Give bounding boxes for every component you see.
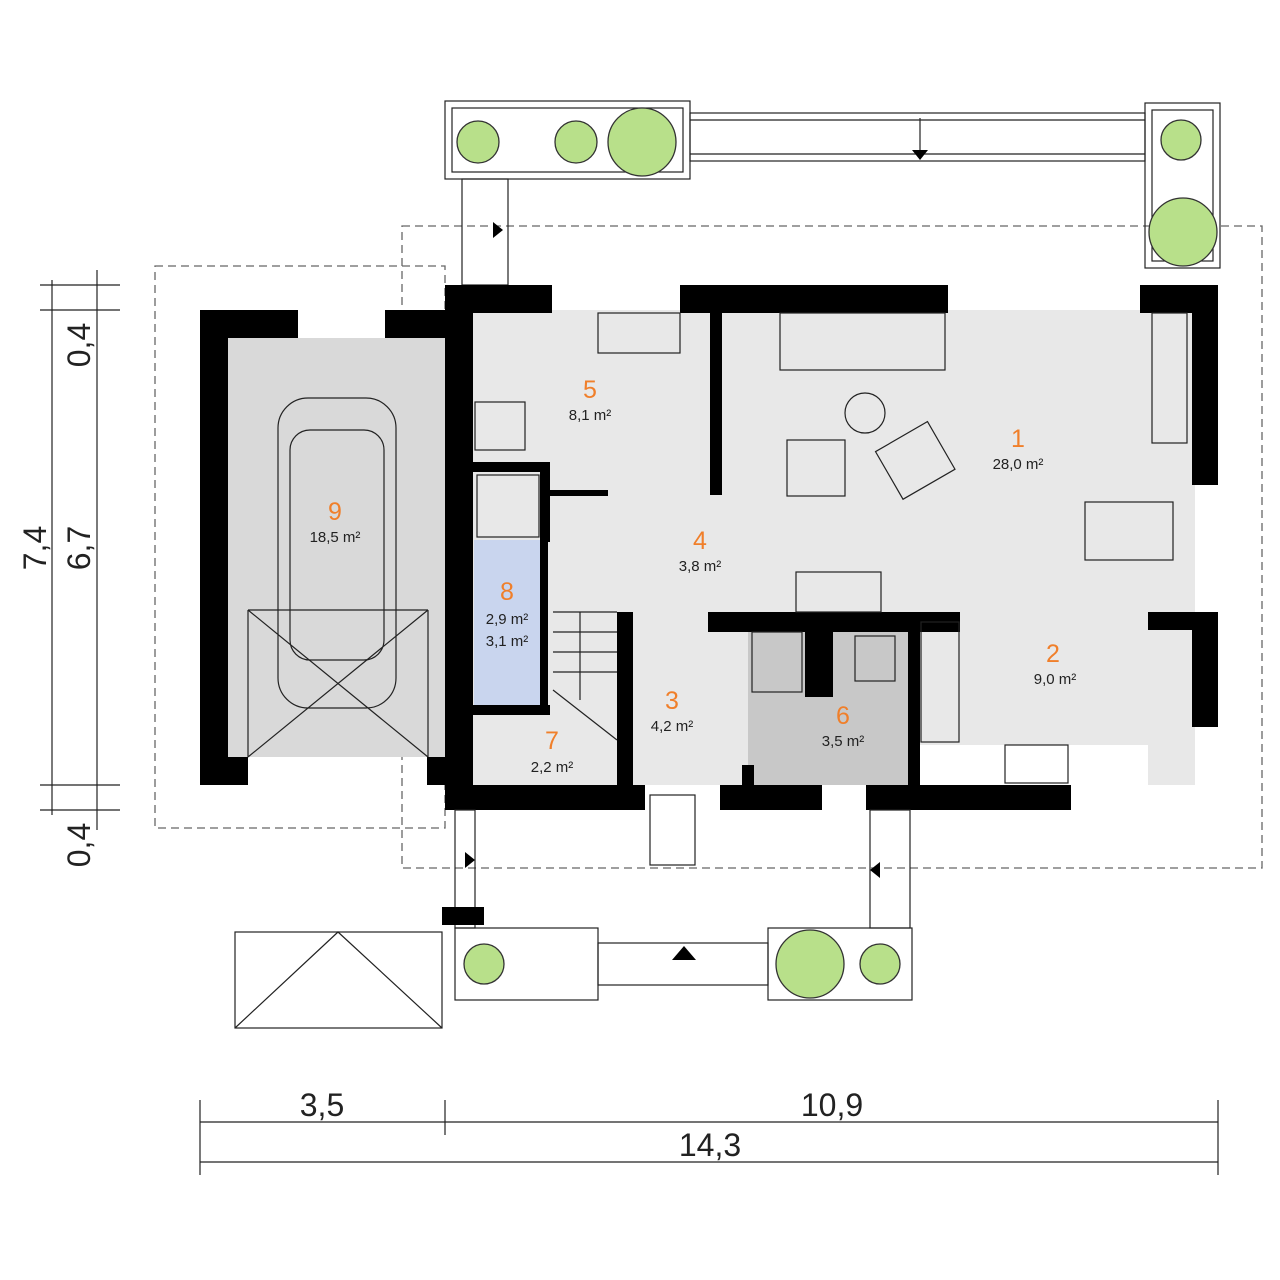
tree-icon [1160, 119, 1202, 161]
tree-icon [859, 943, 901, 985]
room-8-number: 8 [500, 578, 514, 606]
trees [456, 107, 1218, 999]
dim-bottom-total: 14,3 [679, 1127, 741, 1163]
shower-icon [476, 474, 540, 538]
sink-icon [1004, 744, 1069, 784]
room-5-number: 5 [583, 376, 597, 404]
stairs-icon [552, 611, 618, 741]
dim-left-bottom: 0,4 [61, 823, 97, 867]
entry-arrow-icon [912, 150, 928, 160]
sofa-icon [779, 312, 946, 371]
room-6-number: 6 [836, 702, 850, 730]
furniture [247, 312, 1188, 784]
dining-table-icon [1084, 501, 1174, 561]
walls [200, 285, 1218, 810]
garage-floor [228, 338, 445, 757]
room-3-number: 3 [665, 687, 679, 715]
entry-arrow-icon [493, 222, 503, 238]
room-8-area: 2,9 m² [486, 611, 529, 628]
room-8-area-2: 3,1 m² [486, 633, 529, 650]
room-9-number: 9 [328, 498, 342, 526]
entry-arrow-icon [870, 862, 880, 878]
bathroom-floor [474, 540, 548, 705]
entry-arrow-icon [672, 946, 696, 960]
room-5-area: 8,1 m² [569, 407, 612, 424]
room-1-number: 1 [1011, 425, 1025, 453]
room-9-area: 18,5 m² [310, 529, 361, 546]
front-door-icon [649, 794, 696, 866]
room-4-area: 3,8 m² [679, 558, 722, 575]
room-1-area: 28,0 m² [993, 456, 1044, 473]
kitchen-counter-icon [920, 621, 960, 743]
garage-roof-outline [154, 265, 446, 829]
boiler-icon [854, 635, 896, 682]
shaft-icon [751, 631, 803, 693]
dim-left-total: 7,4 [17, 526, 53, 570]
fireplace-icon [795, 571, 882, 613]
dimensions: 0,4 7,4 6,7 0,4 3,5 10,9 14,3 [17, 270, 1219, 1175]
tree-icon [456, 120, 500, 164]
room-3-area: 4,2 m² [651, 718, 694, 735]
tree-icon [775, 929, 845, 999]
entrance-area [234, 794, 913, 1029]
room-2-area: 9,0 m² [1034, 671, 1077, 688]
cabinet-icon [1151, 312, 1188, 444]
armchair-icon [874, 420, 956, 501]
tree-icon [607, 107, 677, 177]
room-4-number: 4 [693, 527, 707, 555]
dim-bottom-garage: 3,5 [300, 1087, 344, 1123]
dim-left-top: 0,4 [61, 323, 97, 367]
table-icon [844, 392, 886, 434]
room-labels: 1 28,0 m² 2 9,0 m² 3 4,2 m² 4 3,8 m² 5 8… [310, 376, 1077, 776]
tree-icon [463, 943, 505, 985]
room-2-number: 2 [1046, 640, 1060, 668]
room-7-number: 7 [545, 727, 559, 755]
dim-bottom-house: 10,9 [801, 1087, 863, 1123]
armchair-icon [786, 439, 846, 497]
desk-icon [597, 312, 681, 354]
tree-icon [1148, 197, 1218, 267]
room-6-area: 3,5 m² [822, 733, 865, 750]
armchair-icon [474, 401, 526, 451]
entry-arrow-icon [465, 852, 475, 868]
room-7-area: 2,2 m² [531, 759, 574, 776]
dim-left-middle: 6,7 [61, 526, 97, 570]
car-icon [277, 397, 397, 709]
tree-icon [554, 120, 598, 164]
